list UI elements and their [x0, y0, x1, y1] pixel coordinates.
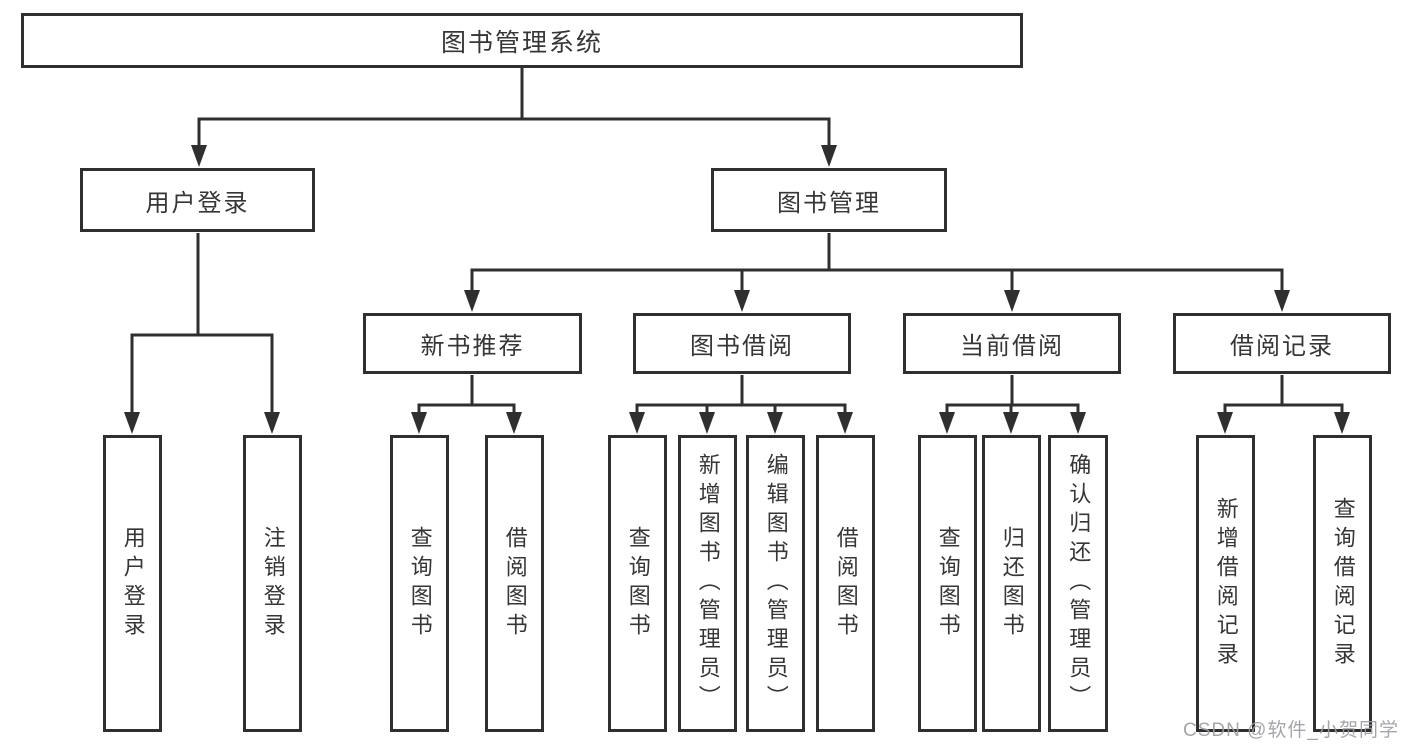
node-label: 新增借阅记录 — [1213, 496, 1239, 671]
node-borrowing-records: 借阅记录 — [1173, 313, 1391, 374]
node-label: 编辑图书（管理员） — [763, 453, 789, 714]
arrowhead-down-icon — [506, 412, 522, 434]
node-label: 图书借阅 — [690, 333, 794, 360]
connectors-book-borrow-group — [629, 375, 853, 434]
connector-line — [417, 403, 516, 413]
arrowhead-down-icon — [837, 412, 853, 434]
node-label: 确认归还（管理员） — [1066, 453, 1092, 714]
node-label: 注销登录 — [260, 525, 286, 642]
arrowhead-down-icon — [124, 412, 140, 434]
leaf-bb-query-books: 查询图书 — [608, 435, 667, 732]
csdn-watermark: CSDN @软件_小贺同学 — [1183, 720, 1399, 741]
arrowhead-down-icon — [191, 145, 207, 167]
node-label: 借阅图书 — [502, 525, 528, 642]
node-label: 新增图书（管理员） — [695, 453, 721, 714]
arrowhead-down-icon — [464, 290, 480, 312]
connectors-root-to-level2 — [191, 68, 837, 167]
leaf-bb-borrow-books: 借阅图书 — [816, 435, 875, 732]
connector-line — [197, 117, 831, 146]
connector-line — [635, 403, 847, 413]
node-label: 借阅记录 — [1230, 333, 1334, 360]
arrowhead-down-icon — [1217, 412, 1233, 434]
arrowhead-down-icon — [767, 412, 783, 434]
node-label: 归还图书 — [999, 525, 1025, 642]
leaf-nb-query-books: 查询图书 — [390, 435, 449, 732]
node-label: 图书管理 — [777, 189, 881, 217]
node-current-borrowing: 当前借阅 — [903, 313, 1121, 374]
arrowhead-down-icon — [1334, 412, 1350, 434]
leaf-nb-borrow-books: 借阅图书 — [485, 435, 544, 732]
node-book-borrowing: 图书借阅 — [633, 313, 851, 374]
node-new-book-recommendation: 新书推荐 — [363, 313, 582, 374]
arrowhead-down-icon — [1274, 290, 1290, 312]
connectors-current-borrow-group — [939, 375, 1086, 434]
node-label: 新书推荐 — [420, 333, 525, 360]
leaf-cb-query-books: 查询图书 — [918, 435, 977, 732]
connector-line — [470, 268, 1284, 291]
node-label: 查询借阅记录 — [1330, 496, 1356, 671]
node-user-login: 用户登录 — [80, 168, 315, 232]
leaf-user-login: 用户登录 — [103, 435, 162, 732]
node-label: 当前借阅 — [960, 333, 1064, 360]
connectors-borrow-records-group — [1217, 375, 1350, 434]
arrowhead-down-icon — [1003, 412, 1019, 434]
arrowhead-down-icon — [411, 412, 427, 434]
arrowhead-down-icon — [629, 412, 645, 434]
node-book-management: 图书管理 — [711, 168, 947, 232]
arrowhead-down-icon — [939, 412, 955, 434]
node-root: 图书管理系统 — [21, 13, 1023, 68]
arrowhead-down-icon — [1004, 290, 1020, 312]
arrowhead-down-icon — [699, 412, 715, 434]
node-label: 查询图书 — [935, 525, 961, 642]
node-label: 查询图书 — [625, 525, 651, 642]
leaf-bb-edit-books-admin: 编辑图书（管理员） — [746, 435, 805, 732]
connectors-book-management-to-groups — [464, 233, 1290, 312]
leaf-logout: 注销登录 — [243, 435, 302, 732]
arrowhead-down-icon — [821, 145, 837, 167]
connectors-user-login-to-leaves — [124, 233, 280, 434]
leaf-br-query-record: 查询借阅记录 — [1313, 435, 1372, 732]
node-label: 借阅图书 — [833, 525, 859, 642]
connector-line — [1223, 403, 1344, 413]
leaf-cb-return-books: 归还图书 — [982, 435, 1041, 732]
arrowhead-down-icon — [734, 290, 750, 312]
arrowhead-down-icon — [1070, 412, 1086, 434]
leaf-bb-add-books-admin: 新增图书（管理员） — [678, 435, 737, 732]
connector-line — [130, 333, 274, 413]
arrowhead-down-icon — [264, 412, 280, 434]
node-label: 图书管理系统 — [440, 28, 603, 57]
node-label: 用户登录 — [145, 189, 250, 217]
connectors-new-book-group — [411, 375, 522, 434]
leaf-br-add-record: 新增借阅记录 — [1196, 435, 1255, 732]
leaf-cb-confirm-return-admin: 确认归还（管理员） — [1048, 435, 1108, 732]
node-label: 查询图书 — [407, 525, 433, 642]
node-label: 用户登录 — [120, 525, 146, 642]
